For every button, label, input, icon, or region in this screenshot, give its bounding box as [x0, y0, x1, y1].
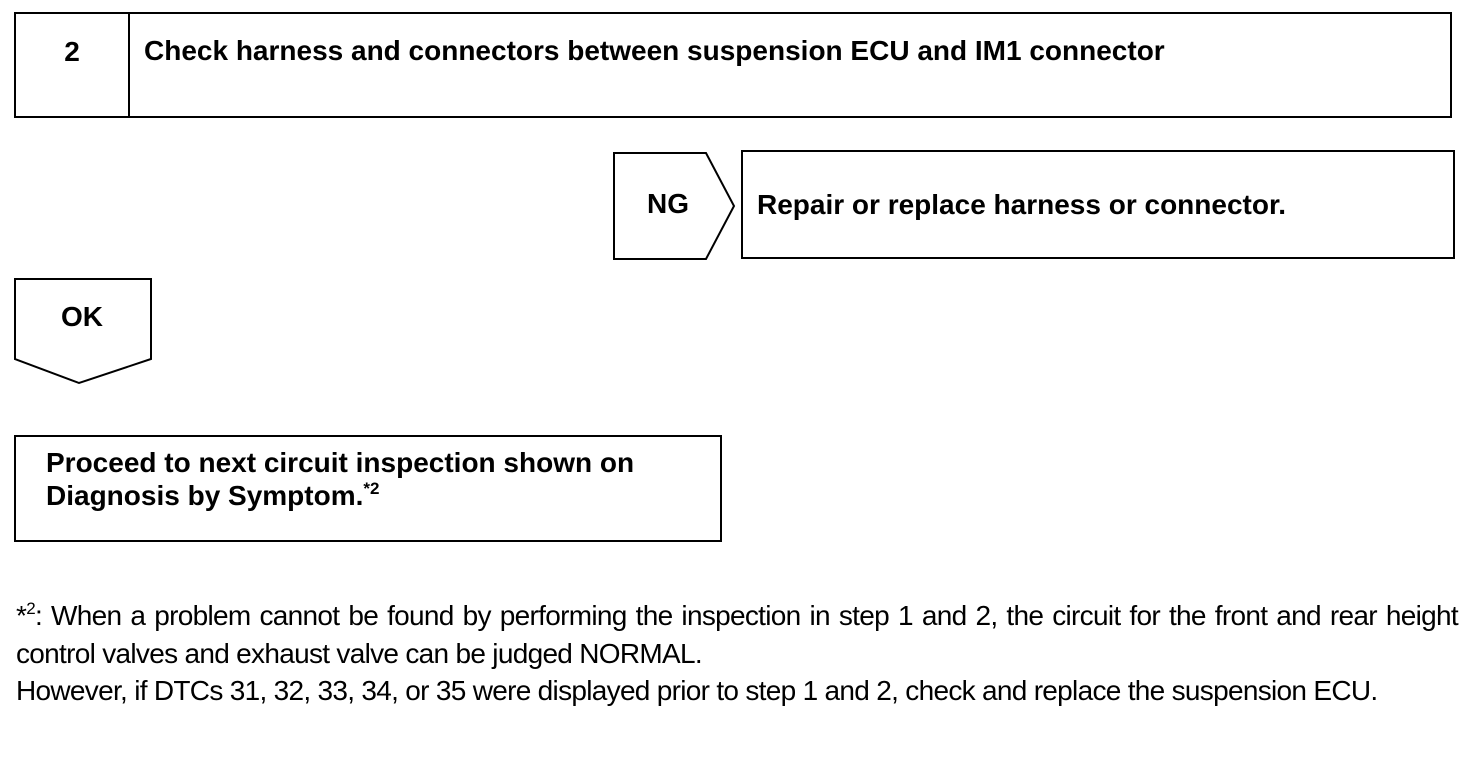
ng-arrow-icon — [613, 152, 736, 260]
ok-action-label: Proceed to next circuit inspection shown… — [46, 447, 635, 511]
ok-action-box: Proceed to next circuit inspection shown… — [14, 435, 722, 542]
step-number: 2 — [16, 14, 130, 116]
ok-arrow-icon — [14, 278, 152, 385]
footnote-marker-sup: 2 — [26, 599, 35, 618]
footnote-line-1-text: : When a problem cannot be found by perf… — [16, 600, 1459, 669]
ok-label: OK — [61, 301, 103, 332]
step-title: Check harness and connectors between sus… — [144, 35, 1165, 66]
step-header-box: 2 Check harness and connectors between s… — [14, 12, 1452, 118]
footnote-marker: * — [16, 600, 27, 631]
ng-action-text: Repair or replace harness or connector. — [757, 189, 1287, 220]
ok-action-ref: *2 — [363, 479, 380, 498]
ng-action-box: Repair or replace harness or connector. — [741, 150, 1455, 259]
footnote-line-1: *2: When a problem cannot be found by pe… — [16, 597, 1459, 672]
footnote: *2: When a problem cannot be found by pe… — [16, 597, 1459, 710]
ng-label: NG — [647, 188, 689, 219]
ok-action-text: Proceed to next circuit inspection shown… — [46, 446, 716, 512]
footnote-line-2: However, if DTCs 31, 32, 33, 34, or 35 w… — [16, 675, 1378, 706]
